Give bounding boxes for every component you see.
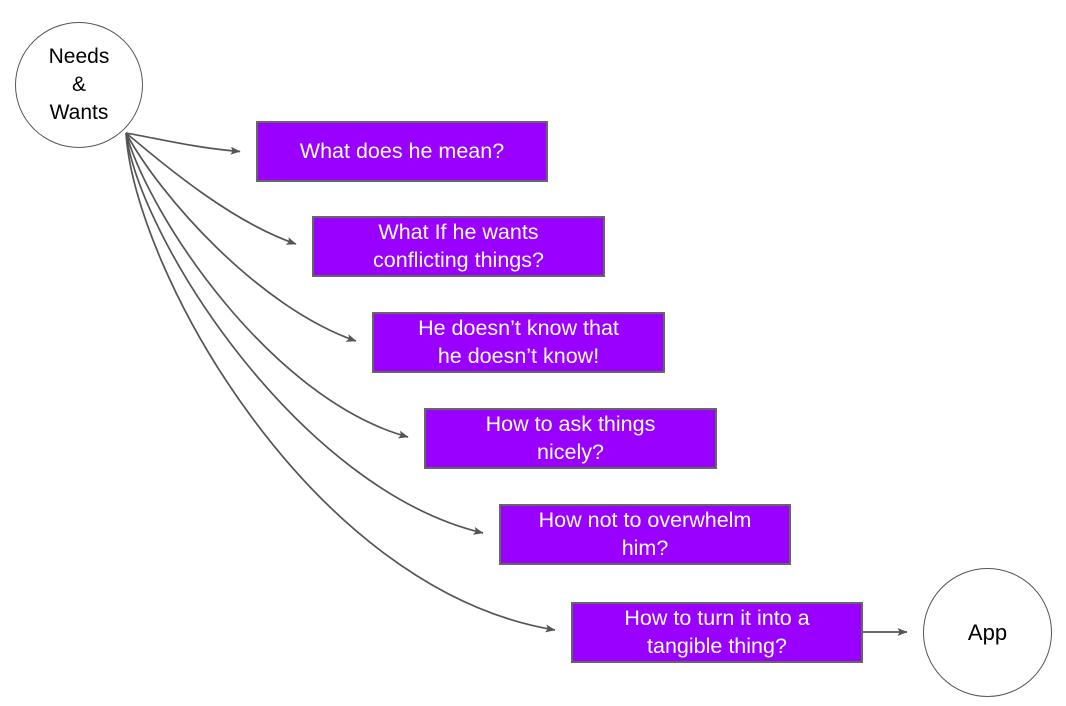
edge-to-question-3 [125, 132, 357, 342]
source-node-needs-and-wants[interactable]: Needs & Wants [15, 22, 143, 148]
edge-to-question-6 [125, 132, 556, 633]
edge-to-question-2 [125, 132, 297, 245]
edge-to-question-5 [125, 132, 484, 535]
edge-to-question-1 [125, 132, 241, 155]
question-node-2[interactable]: What If he wants conflicting things? [312, 216, 605, 277]
question-node-4[interactable]: How to ask things nicely? [424, 408, 717, 469]
question-node-3[interactable]: He doesn’t know that he doesn’t know! [372, 312, 665, 373]
edge-to-question-4 [125, 132, 409, 439]
question-node-6[interactable]: How to turn it into a tangible thing? [571, 602, 863, 663]
question-node-1[interactable]: What does he mean? [256, 121, 548, 182]
question-node-5[interactable]: How not to overwhelm him? [499, 504, 791, 565]
target-node-app[interactable]: App [923, 568, 1052, 697]
